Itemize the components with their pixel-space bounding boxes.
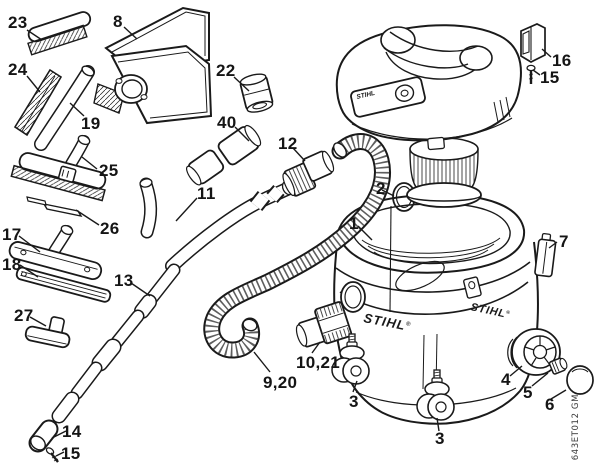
callout-24: 24 [8, 60, 28, 79]
motor-head [335, 24, 522, 151]
rear-wheel-part-4 [507, 328, 561, 376]
callout-6: 6 [545, 395, 555, 414]
floor-nozzle-part-25 [10, 134, 107, 202]
screw-part-15-top [526, 64, 536, 84]
callout-15-top: 15 [540, 68, 560, 87]
drawing-code: 643ET012 GM [571, 394, 581, 461]
wall-bracket-part-8 [93, 6, 213, 125]
callout-1: 1 [349, 214, 359, 233]
caster-part-3-bottom [416, 369, 455, 421]
callout-27: 27 [14, 306, 34, 325]
callout-19: 19 [81, 114, 101, 133]
callout-18: 18 [2, 255, 22, 274]
container-part-1 [333, 193, 539, 425]
upholstery-nozzle-part-27 [24, 316, 71, 349]
hub-cap-part-6 [566, 365, 594, 395]
callout-13: 13 [114, 271, 134, 290]
leader-lines [18, 26, 567, 457]
callout-40: 40 [217, 113, 237, 132]
callout-3-bottom: 3 [435, 429, 445, 448]
brush-nozzle-part-23 [27, 11, 92, 56]
bent-wand-part-11 [139, 177, 295, 273]
callout-10-21: 10,21 [296, 353, 341, 372]
nozzle-insert-part-26 [26, 196, 83, 218]
mount-clip-part-16 [520, 23, 546, 63]
screw-part-15-bottom [45, 447, 59, 463]
callout-15-bottom: 15 [61, 444, 81, 463]
extension-tube-part-13 [51, 263, 181, 424]
filter-cartridge [406, 137, 482, 208]
callout-9-20: 9,20 [263, 373, 298, 392]
gasket-ring-part-2 [389, 182, 416, 313]
callout-14: 14 [62, 422, 82, 441]
hose-adapter-part-10-21 [295, 301, 353, 348]
axle-bushing-part-5 [548, 357, 568, 375]
callout-8: 8 [113, 12, 123, 31]
latch-clip-part-7 [534, 232, 557, 278]
coupling-part-22 [239, 73, 274, 113]
callout-5: 5 [523, 383, 533, 402]
callout-3-left: 3 [349, 392, 359, 411]
panel-logo: STIHL [356, 90, 376, 101]
callout-26: 26 [100, 219, 120, 238]
callout-23: 23 [8, 13, 28, 32]
crevice-nozzle-part-24 [13, 68, 63, 137]
adapter-sleeves-part-40 [186, 124, 262, 186]
callout-25: 25 [99, 161, 119, 180]
callout-2: 2 [376, 179, 386, 198]
callout-12: 12 [278, 134, 298, 153]
callout-22: 22 [216, 61, 236, 80]
end-cap-part-14 [28, 419, 59, 453]
hose-connector-part-12 [282, 150, 335, 197]
caster-part-3-left [331, 333, 370, 385]
callout-17: 17 [2, 225, 22, 244]
squeegee-strip-part-18 [15, 266, 112, 303]
callout-4: 4 [501, 370, 511, 389]
callout-16: 16 [552, 51, 572, 70]
suction-tube-part-19 [34, 65, 95, 151]
callout-11: 11 [197, 184, 216, 203]
wet-nozzle-part-17 [8, 224, 103, 281]
suction-hose-part-9-20 [203, 133, 391, 359]
callout-7: 7 [559, 232, 569, 251]
